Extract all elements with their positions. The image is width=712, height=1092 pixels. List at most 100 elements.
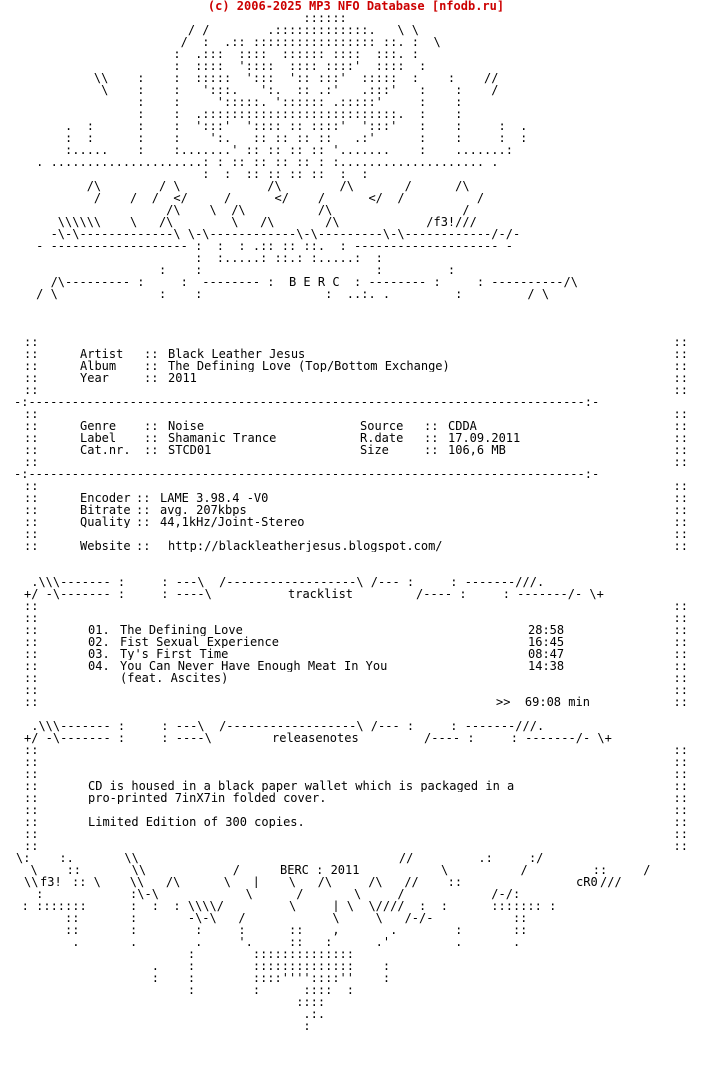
ascii-art-line: :: : -\-\___/____________\_____\___/-/- … bbox=[0, 912, 528, 924]
side-rail: :: bbox=[24, 347, 39, 361]
note-line: Limited Edition of 300 copies. bbox=[88, 816, 305, 828]
side-rail: :: bbox=[24, 767, 39, 781]
side-rail: :: bbox=[673, 443, 688, 457]
label-row: Label :: Shamanic Trance R.date :: 17.09… bbox=[80, 432, 521, 444]
album-row: Album :: The Defining Love (Top/Bottom E… bbox=[80, 360, 450, 372]
tracklist-title: tracklist bbox=[288, 588, 354, 600]
side-rail: :: bbox=[24, 683, 39, 697]
encoder-row: Encoder :: LAME 3.98.4 -V0 bbox=[80, 492, 269, 504]
ascii-art-line: : bbox=[0, 1020, 311, 1032]
source-value: CDDA bbox=[448, 420, 477, 432]
side-rail: :: bbox=[24, 419, 39, 433]
ascii-art-line: .:. bbox=[0, 1008, 326, 1020]
ascii-art-line: :::: bbox=[0, 996, 326, 1008]
ascii-art-line: _ ______ _ :::::: _ ______ _ bbox=[0, 12, 477, 24]
catnr-label: Cat.nr. bbox=[80, 444, 131, 456]
ascii-art-line: \ : : ':::. ':. :: .:' .:::' : : / bbox=[0, 84, 499, 96]
artist-label: Artist bbox=[80, 348, 124, 360]
artist-row: Artist :: Black Leather Jesus bbox=[80, 348, 306, 360]
side-rail: :: bbox=[24, 527, 39, 541]
side-rail: :: bbox=[673, 491, 688, 505]
encoder-label: Encoder bbox=[80, 492, 131, 504]
quality-row: Quality :: 44,1kHz/Joint-Stereo bbox=[80, 516, 305, 528]
side-rail: :: bbox=[673, 767, 688, 781]
ascii-art-line: : : :: :: :: :: : : bbox=[0, 168, 369, 180]
size-value: 106,6 MB bbox=[448, 444, 506, 456]
footer-tags-row: \\ f3! :: \____\\___/\______\___|____\__… bbox=[24, 876, 622, 888]
total-row: >> 69:08 min bbox=[0, 696, 712, 708]
side-rail: :: bbox=[24, 743, 39, 757]
ascii-art-line: . .....................: : :: :: :: :: :… bbox=[0, 156, 499, 168]
side-rail: :: bbox=[24, 827, 39, 841]
ascii-art-line: \\\\\\____\___/\________\___/\_______/\_… bbox=[0, 216, 477, 228]
side-rail: :: bbox=[24, 443, 39, 457]
side-rail: :: bbox=[673, 803, 688, 817]
side-rail: :: bbox=[673, 371, 688, 385]
side-rail: :: bbox=[24, 839, 39, 853]
side-rail: :: bbox=[673, 635, 688, 649]
side-rail: :: bbox=[673, 683, 688, 697]
side-rail: :: bbox=[24, 755, 39, 769]
track-number: 01. bbox=[88, 624, 110, 636]
side-rail: :: bbox=[673, 779, 688, 793]
side-rail: :: bbox=[673, 347, 688, 361]
total-rule: ______ bbox=[520, 684, 564, 696]
tracklist-header: +/ -\------- : : ----\ tracklist /---- :… bbox=[24, 588, 604, 600]
side-rail: :: bbox=[673, 383, 688, 397]
track-number: 03. bbox=[88, 648, 110, 660]
side-rail: :: bbox=[673, 695, 688, 709]
side-rail: :: bbox=[673, 599, 688, 613]
side-rail: :: bbox=[24, 791, 39, 805]
album-label: Album bbox=[80, 360, 117, 372]
bitrate-label: Bitrate bbox=[80, 504, 131, 516]
ascii-art-line: _ ___/\ __ _/ \ __ _______/\ __ __/\ ___… bbox=[0, 180, 499, 192]
side-rail: :: bbox=[673, 431, 688, 445]
track-time: 08:47 bbox=[528, 648, 565, 660]
website-link[interactable]: http://blackleatherjesus.blogspot.com/ bbox=[168, 540, 443, 552]
side-rail: :: bbox=[24, 803, 39, 817]
track-number: 02. bbox=[88, 636, 110, 648]
ascii-art-line: \\ : : ::::: '::: ':: :::' ::::: : : // bbox=[0, 72, 499, 84]
releasenotes-title: releasenotes bbox=[272, 732, 359, 744]
ascii-art-line: :: : : : :: , . : :: bbox=[0, 924, 528, 936]
ascii-art-line: ___ _ : : : : _ ___ bbox=[0, 264, 528, 276]
track-time: 28:58 bbox=[528, 624, 565, 636]
releasenotes-header: +/ -\------- : : ----\ releasenotes /---… bbox=[24, 732, 612, 744]
footer-left-tag: f3! bbox=[40, 876, 62, 888]
note-line: pro-printed 7inX7in folded cover. bbox=[88, 792, 327, 804]
ascii-art-line: - ------------------- : : : .:: :: ::. :… bbox=[0, 240, 513, 252]
side-rail: :: bbox=[24, 455, 39, 469]
year-label: Year bbox=[80, 372, 109, 384]
side-rail: :: bbox=[24, 515, 39, 529]
year-value: 2011 bbox=[168, 372, 197, 384]
quality-label: Quality bbox=[80, 516, 131, 528]
side-rail: :: bbox=[24, 599, 39, 613]
ascii-art-line: : : .:::::::::::::::::::::::::::. : : bbox=[0, 108, 463, 120]
side-rail: :: bbox=[673, 419, 688, 433]
rdate-label: R.date bbox=[360, 432, 404, 444]
track-row: 04.You Can Never Have Enough Meat In You… bbox=[0, 660, 712, 672]
encoder-value: LAME 3.98.4 -V0 bbox=[160, 492, 269, 504]
side-rail: :: bbox=[24, 659, 39, 673]
side-rail: :: bbox=[24, 635, 39, 649]
side-rail: :: bbox=[24, 695, 39, 709]
ascii-art-line: : ::::::: : : : \\\\/ _______\_____|_\ \… bbox=[0, 900, 557, 912]
ascii-art-line: : :::::::::::::: bbox=[0, 948, 355, 960]
track-title: You Can Never Have Enough Meat In You bbox=[120, 660, 388, 672]
side-rail: :: bbox=[673, 359, 688, 373]
site-credit[interactable]: (c) 2006-2025 MP3 NFO Database [nfodb.ru… bbox=[207, 0, 505, 13]
ascii-art-line: : : ':::::. ':::::: .:::::' : : bbox=[0, 96, 463, 108]
ascii-art-line: :..... : :.......' :: :: :: :: '....... … bbox=[0, 144, 513, 156]
source-label: Source bbox=[360, 420, 404, 432]
side-rail: :: bbox=[673, 671, 688, 685]
website-label: Website bbox=[80, 540, 131, 552]
rdate-value: 17.09.2011 bbox=[448, 432, 521, 444]
track-time: 16:45 bbox=[528, 636, 565, 648]
side-rail: :: bbox=[24, 431, 39, 445]
year-row: Year :: 2011 bbox=[80, 372, 197, 384]
side-rail: :: bbox=[673, 539, 688, 553]
side-rail: :: bbox=[673, 791, 688, 805]
